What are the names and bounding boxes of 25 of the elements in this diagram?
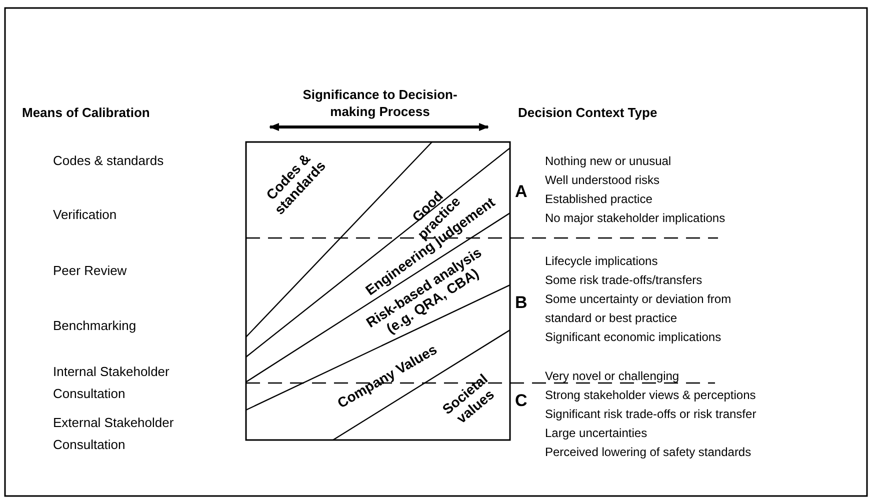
calibration-means: External Stakeholder Consultation [53,414,175,454]
context-item: Significant risk trade-offs or risk transfer [545,406,758,423]
context-item: Perceived lowering of safety standards [545,444,752,461]
context-item: Well understood risks [545,172,660,189]
column-heading: Decision Context Type [518,104,658,121]
context-item: Established practice [545,191,654,208]
context-item: Large uncertainties [545,425,648,442]
column-heading: Means of Calibration [22,104,151,121]
calibration-means: Verification [53,206,118,224]
calibration-means: Benchmarking [53,317,138,335]
context-letter: B [515,293,528,313]
context-item: Very novel or challenging [545,368,680,385]
context-item: Lifecycle implications [545,253,659,270]
calibration-means: Internal Stakeholder Consultation [53,363,170,403]
context-letter: A [515,182,528,202]
context-letter: C [515,391,528,411]
context-item: Strong stakeholder views & perceptions [545,387,757,404]
calibration-means: Codes & standards [53,152,165,170]
context-item: No major stakeholder implications [545,210,726,227]
context-item: Nothing new or unusual [545,153,672,170]
axis-heading: Significance to Decision-making Process [302,86,458,120]
context-item: Significant economic implications [545,329,722,346]
context-item: Some risk trade-offs/transfers [545,272,704,289]
context-item: Some uncertainty or deviation from standard or best practice [545,291,732,327]
calibration-means: Peer Review [53,262,128,280]
